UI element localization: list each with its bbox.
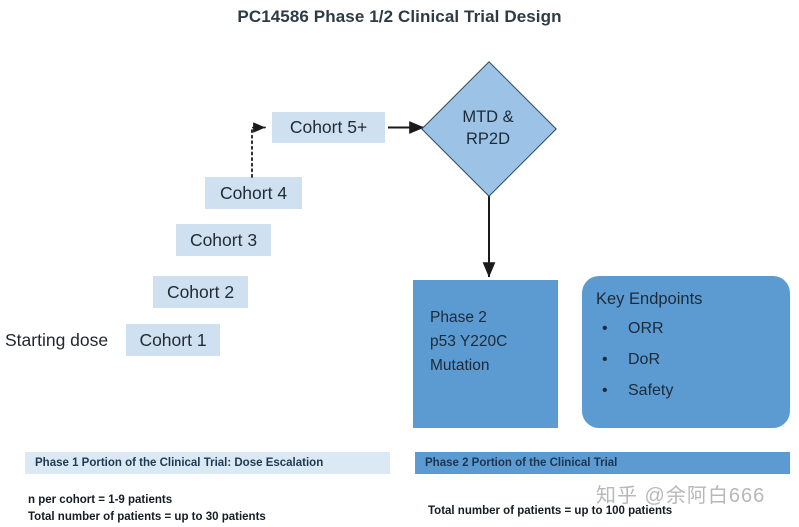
phase2-notes: Total number of patients = up to 100 pat…: [428, 503, 672, 520]
endpoint-item-orr: • ORR: [596, 320, 790, 338]
phase1-banner: Phase 1 Portion of the Clinical Trial: D…: [25, 452, 390, 474]
cohort-box-4[interactable]: Cohort 4: [205, 177, 302, 209]
cohort-box-1[interactable]: Cohort 1: [126, 324, 220, 356]
phase2-line-1: Phase 2: [430, 309, 487, 326]
phase2-line-2: p53 Y220C: [430, 333, 508, 351]
cohort-box-2[interactable]: Cohort 2: [153, 276, 248, 308]
endpoint-item-safety: • Safety: [596, 382, 790, 400]
phase2-note-line-1: Total number of patients = up to 100 pat…: [428, 505, 673, 517]
phase1-notes: n per cohort = 1-9 patients Total number…: [28, 492, 266, 525]
endpoint-label-safety: Safety: [628, 382, 674, 399]
key-endpoints-title: Key Endpoints: [596, 290, 703, 308]
cohort-box-5-plus[interactable]: Cohort 5+: [272, 112, 385, 143]
bullet-icon: •: [602, 351, 608, 368]
page-title: PC14586 Phase 1/2 Clinical Trial Design: [237, 7, 562, 26]
phase2-box[interactable]: Phase 2 p53 Y220C Mutation: [413, 280, 558, 428]
diamond-shape: [421, 61, 557, 197]
endpoint-label-orr: ORR: [628, 320, 664, 337]
mtd-rp2d-decision[interactable]: MTD & RP2D: [421, 61, 557, 197]
phase2-line-3: Mutation: [430, 357, 490, 375]
dotted-escalation-arrow: [251, 122, 266, 178]
bullet-icon: •: [602, 382, 608, 399]
phase1-note-line-2: Total number of patients = up to 30 pati…: [28, 510, 266, 523]
starting-dose-label: Starting dose: [5, 330, 109, 350]
cohort-box-3[interactable]: Cohort 3: [176, 224, 271, 256]
phase2-banner: Phase 2 Portion of the Clinical Trial: [415, 452, 790, 474]
key-endpoints-panel[interactable]: Key Endpoints • ORR • DoR • Safety: [582, 276, 790, 428]
endpoint-label-dor: DoR: [628, 351, 661, 368]
bullet-icon: •: [602, 320, 608, 337]
endpoint-item-dor: • DoR: [596, 351, 790, 369]
phase1-note-line-1: n per cohort = 1-9 patients: [28, 494, 173, 506]
